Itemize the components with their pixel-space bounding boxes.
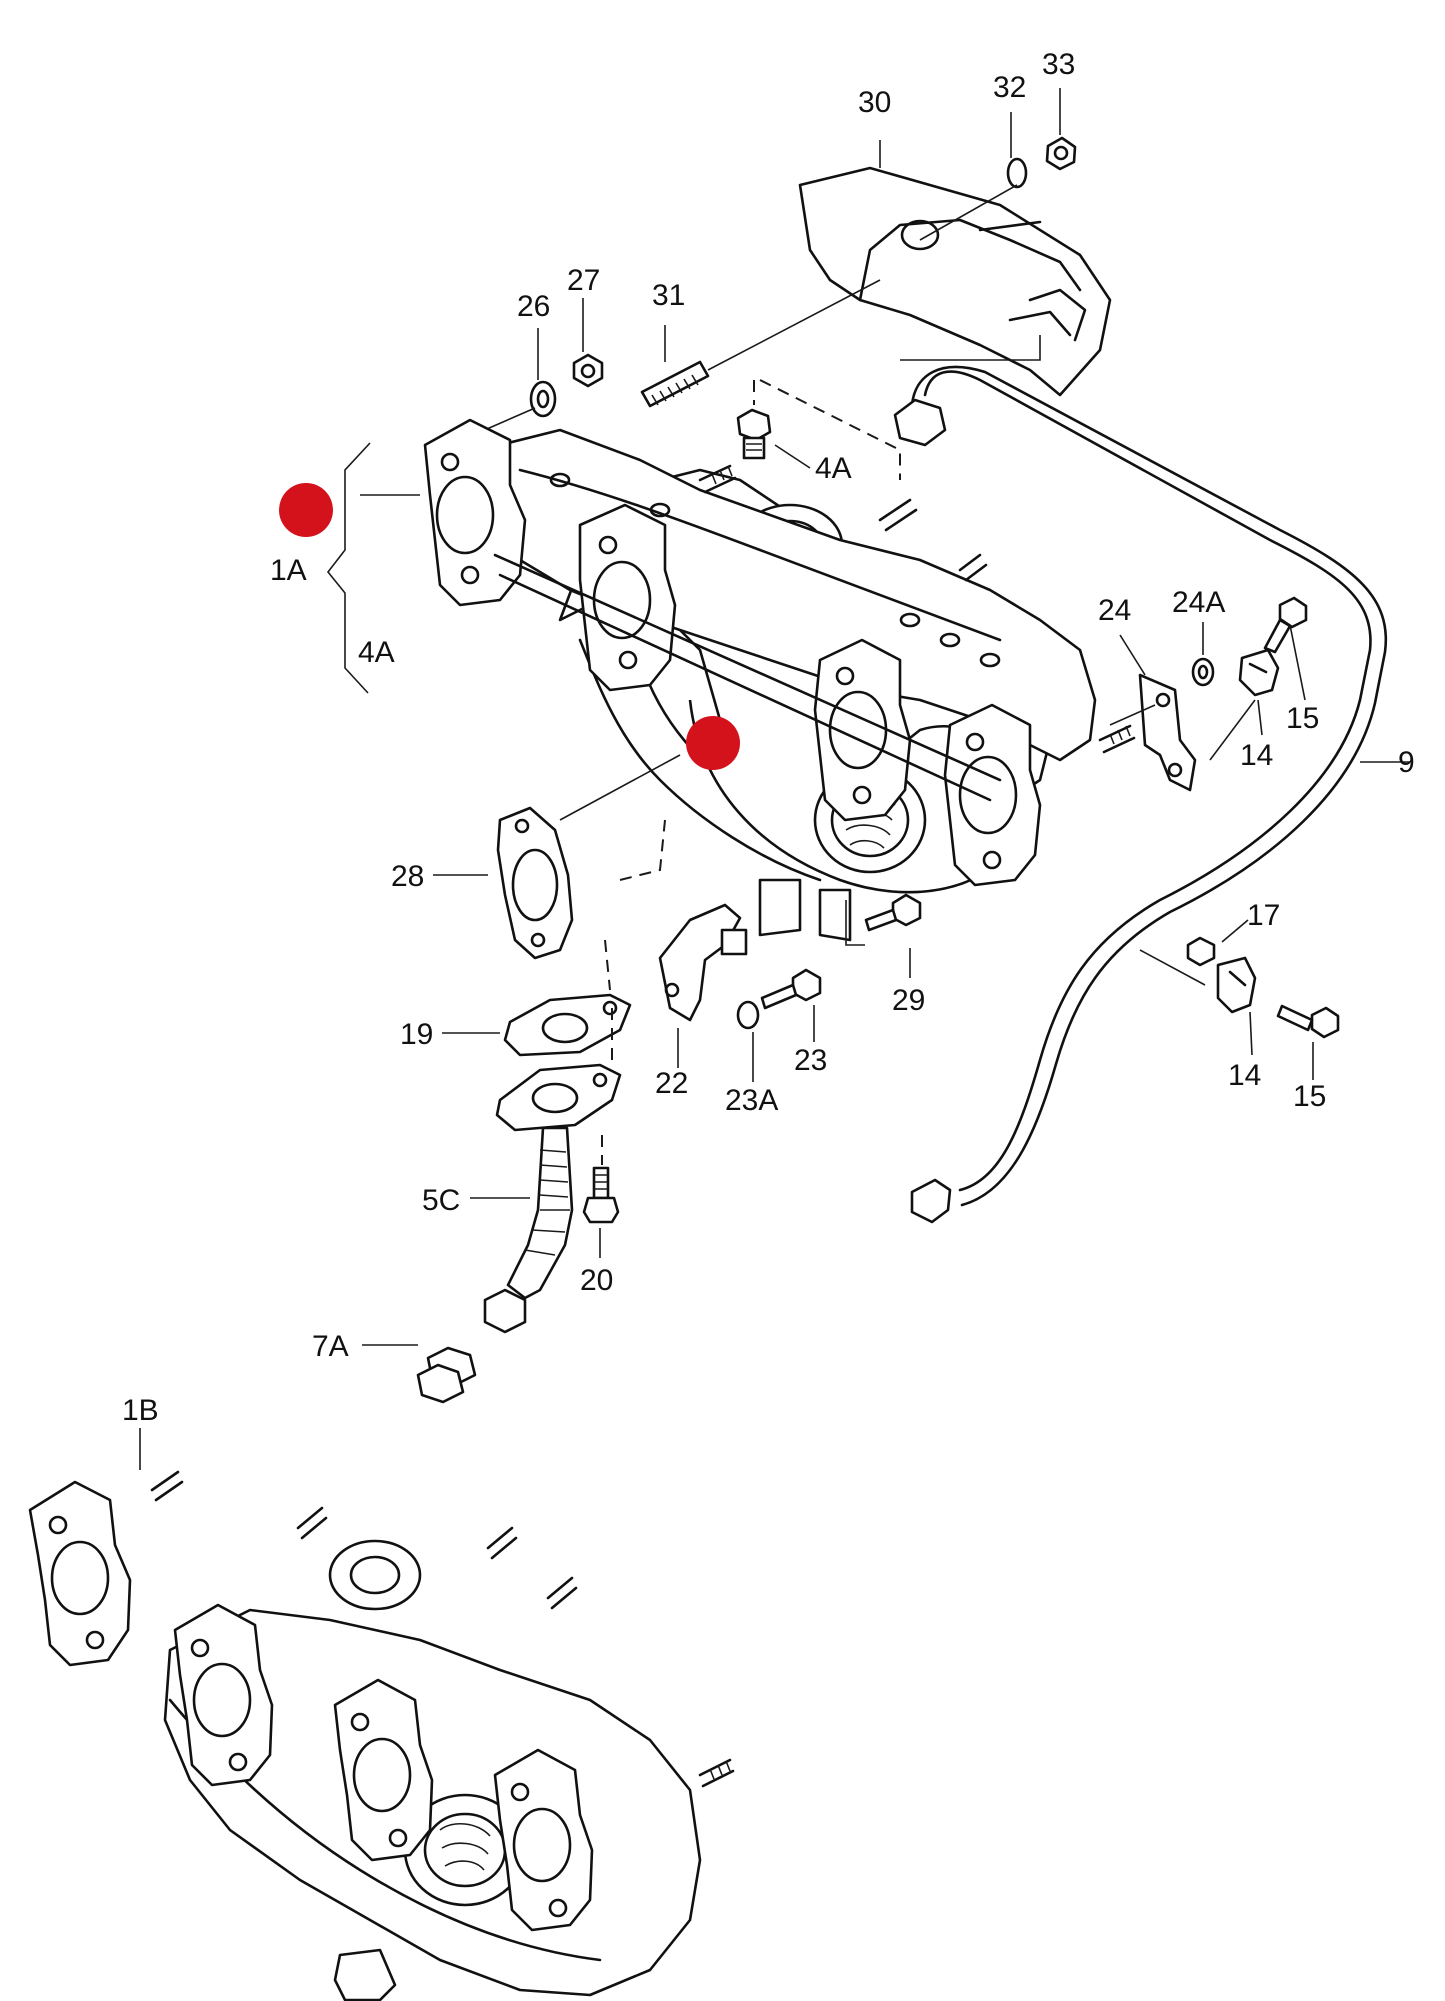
label-27: 27 xyxy=(567,264,600,297)
bolt-part-29[interactable] xyxy=(864,893,922,932)
washer-part-24A[interactable] xyxy=(1191,657,1215,687)
bracket-part-24[interactable] xyxy=(1138,673,1197,792)
bolt-part-20[interactable] xyxy=(582,1166,620,1224)
washer-part-23A[interactable] xyxy=(736,1000,760,1030)
gasket-part-28[interactable] xyxy=(496,806,574,960)
washer-part-32[interactable] xyxy=(1006,157,1028,189)
label-9: 9 xyxy=(1398,746,1415,779)
label-31: 31 xyxy=(652,279,685,312)
clamp-part-14-top[interactable] xyxy=(1238,648,1280,697)
label-23A: 23A xyxy=(725,1084,778,1117)
label-1B: 1B xyxy=(122,1394,159,1427)
label-20: 20 xyxy=(580,1264,613,1297)
callout-labels: 30 32 33 31 26 27 1A 4A 4A 24 24A 15 14 … xyxy=(122,48,1415,1427)
label-23: 23 xyxy=(794,1044,827,1077)
bolt-part-23[interactable] xyxy=(760,968,822,1010)
nut-part-17[interactable] xyxy=(1186,936,1216,967)
label-1A: 1A xyxy=(270,554,307,587)
oil-supply-pipe-part-9[interactable] xyxy=(893,365,1388,1224)
pipe-flange xyxy=(495,1063,622,1132)
label-15-bottom: 15 xyxy=(1293,1080,1326,1113)
label-26: 26 xyxy=(517,290,550,323)
leader-lines xyxy=(139,88,1410,1470)
clamp-part-14-bottom[interactable] xyxy=(1216,956,1257,1014)
label-24A: 24A xyxy=(1172,586,1225,619)
bolt-part-15-top[interactable] xyxy=(1263,596,1308,654)
heat-shield-part-30[interactable] xyxy=(798,166,1112,397)
stud-part-31[interactable] xyxy=(640,360,710,408)
label-4A-top: 4A xyxy=(815,452,852,485)
label-5C: 5C xyxy=(422,1184,460,1217)
bracket-part-22[interactable] xyxy=(658,903,748,1022)
label-29: 29 xyxy=(892,984,925,1017)
label-17: 17 xyxy=(1247,899,1280,932)
label-14-bottom: 14 xyxy=(1228,1059,1261,1092)
nut-part-33[interactable] xyxy=(1045,136,1077,171)
exhaust-manifold-turbo-part-1B[interactable] xyxy=(28,1470,735,2001)
label-30: 30 xyxy=(858,86,891,119)
label-7A: 7A xyxy=(312,1330,349,1363)
gasket-part-19[interactable] xyxy=(503,993,632,1057)
label-28: 28 xyxy=(391,860,424,893)
label-32: 32 xyxy=(993,71,1026,104)
banjo-fitting-part-4A[interactable] xyxy=(736,408,772,460)
label-22: 22 xyxy=(655,1067,688,1100)
oil-return-pipe-part-5C[interactable] xyxy=(483,1126,574,1334)
exhaust-manifold-turbo-part-1A[interactable] xyxy=(423,418,1136,942)
nut-part-27[interactable] xyxy=(572,353,604,388)
washer-part-26[interactable] xyxy=(529,380,557,418)
union-fitting-part-7A[interactable] xyxy=(416,1346,477,1404)
label-14-top: 14 xyxy=(1240,739,1273,772)
label-4A-left: 4A xyxy=(358,636,395,669)
label-33: 33 xyxy=(1042,48,1075,81)
label-19: 19 xyxy=(400,1018,433,1051)
marker-1A xyxy=(279,483,333,537)
label-15-top: 15 xyxy=(1286,702,1319,735)
bolt-part-15-bottom[interactable] xyxy=(1276,1004,1340,1039)
label-24: 24 xyxy=(1098,594,1131,627)
marker-turbo xyxy=(686,716,740,770)
